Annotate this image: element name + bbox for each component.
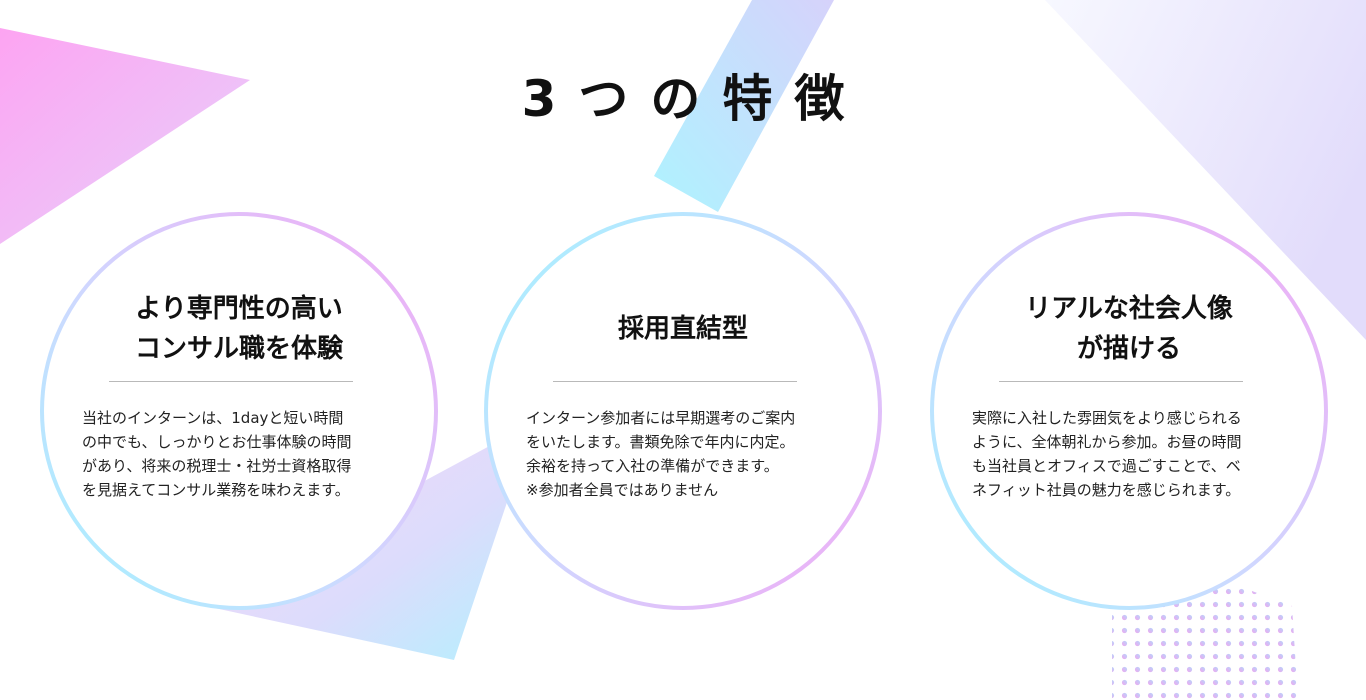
feature-description-line: の中でも、しっかりとお仕事体験の時間 <box>82 433 352 451</box>
feature-description: インターン参加者には早期選考のご案内 をいたします。書類免除で年内に内定。 余裕… <box>526 406 856 502</box>
feature-description-line: インターン参加者には早期選考のご案内 <box>526 409 796 427</box>
feature-description-line: ネフィット社員の魅力を感じられます。 <box>972 481 1241 499</box>
feature-description: 当社のインターンは、1dayと短い時間 の中でも、しっかりとお仕事体験の時間 が… <box>82 406 412 502</box>
right-triangle-shape <box>1045 0 1366 340</box>
feature-divider <box>553 381 797 382</box>
feature-description-line: 当社のインターンは、1dayと短い時間 <box>82 409 344 427</box>
feature-description-line: があり、将来の税理士・社労士資格取得 <box>82 457 352 475</box>
feature-card: リアルな社会人像 が描ける 実際に入社した雰囲気をより感じられる ように、全体朝… <box>930 212 1328 610</box>
feature-card-body: リアルな社会人像 が描ける 実際に入社した雰囲気をより感じられる ように、全体朝… <box>934 216 1324 606</box>
feature-card-body: より専門性の高い コンサル職を体験 当社のインターンは、1dayと短い時間 の中… <box>44 216 434 606</box>
feature-title-line: コンサル職を体験 <box>134 334 343 364</box>
feature-description: 実際に入社した雰囲気をより感じられる ように、全体朝礼から参加。お昼の時間 も当… <box>972 406 1302 502</box>
feature-title: 採用直結型 <box>618 309 748 349</box>
feature-divider <box>999 381 1243 382</box>
pink-triangle-shape <box>0 28 250 244</box>
feature-divider <box>109 381 353 382</box>
feature-title-area: より専門性の高い コンサル職を体験 <box>44 288 434 370</box>
feature-title-line: が描ける <box>1076 334 1181 364</box>
feature-card-body: 採用直結型 インターン参加者には早期選考のご案内 をいたします。書類免除で年内に… <box>488 216 878 606</box>
feature-title: より専門性の高い コンサル職を体験 <box>135 289 343 369</box>
top-stripe-shape <box>654 0 834 212</box>
feature-title-area: 採用直結型 <box>488 288 878 370</box>
feature-description-line: ように、全体朝礼から参加。お昼の時間 <box>972 433 1242 451</box>
feature-description-line: 実際に入社した雰囲気をより感じられる <box>972 409 1242 427</box>
feature-description-line: を見据えてコンサル業務を味わえます。 <box>82 481 350 499</box>
feature-title: リアルな社会人像 が描ける <box>1025 289 1233 369</box>
feature-description-line: ※参加者全員ではありません <box>526 481 719 499</box>
dot-pattern-shape <box>1112 582 1298 700</box>
feature-card: 採用直結型 インターン参加者には早期選考のご案内 をいたします。書類免除で年内に… <box>484 212 882 610</box>
feature-card: より専門性の高い コンサル職を体験 当社のインターンは、1dayと短い時間 の中… <box>40 212 438 610</box>
feature-description-line: をいたします。書類免除で年内に内定。 <box>526 433 795 451</box>
feature-title-line: より専門性の高い <box>135 294 343 324</box>
feature-description-line: 余裕を持って入社の準備ができます。 <box>526 457 779 475</box>
feature-title-line: 採用直結型 <box>617 314 748 344</box>
section-title: 3つの特徴 <box>521 70 867 128</box>
feature-title-area: リアルな社会人像 が描ける <box>934 288 1324 370</box>
feature-title-line: リアルな社会人像 <box>1025 294 1233 324</box>
feature-description-line: も当社員とオフィスで過ごすことで、ベ <box>972 457 1241 475</box>
